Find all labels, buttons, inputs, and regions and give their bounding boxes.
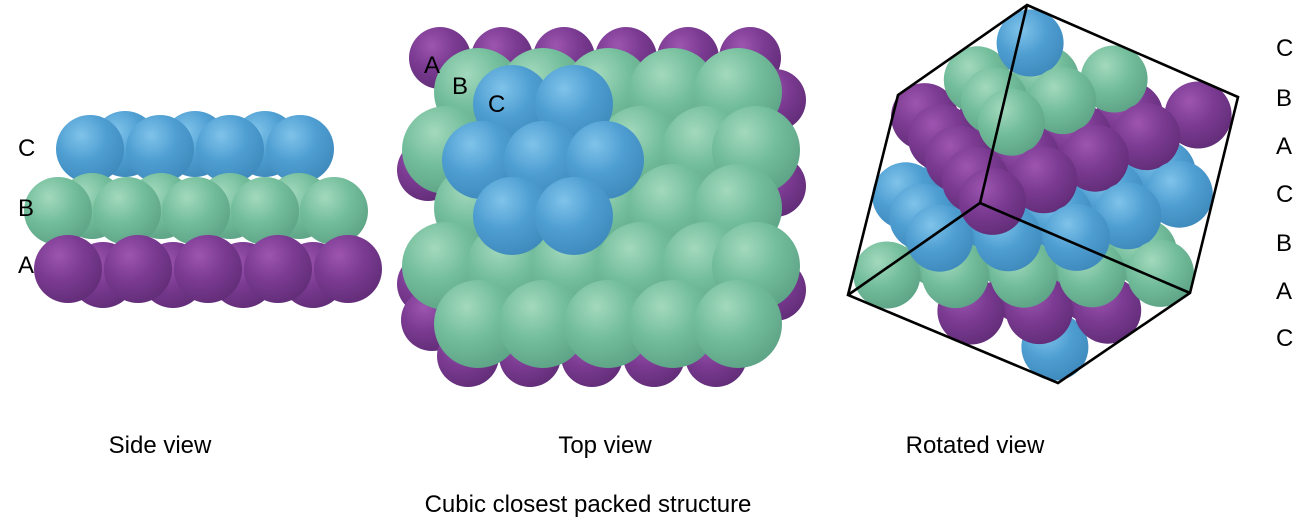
rotated-layer-label-4: C <box>1276 181 1293 208</box>
top-view-caption: Top view <box>558 432 652 459</box>
side-layer-label-c: C <box>18 135 35 162</box>
rotated-layer-label-6: A <box>1276 278 1292 305</box>
side-view-caption: Side view <box>109 432 212 459</box>
unit-cube-outline <box>846 3 1240 385</box>
rotated-layer-label-5: B <box>1276 230 1292 257</box>
rotated-layer-label-3: A <box>1276 133 1292 160</box>
figure-title: Cubic closest packed structure <box>425 491 752 518</box>
rotated-view-spheres <box>853 9 1232 381</box>
top-layer-label-a: A <box>424 52 440 79</box>
rotated-layer-label-1: C <box>1276 35 1293 62</box>
side-layer-label-a: A <box>18 252 34 279</box>
rotated-view-caption: Rotated view <box>906 432 1045 459</box>
rotated-layer-label-2: B <box>1276 85 1292 112</box>
top-layer-label-c: C <box>488 91 505 118</box>
side-view-spheres <box>24 111 382 308</box>
top-layer-label-b: B <box>452 73 468 100</box>
rotated-layer-label-7: C <box>1276 325 1293 352</box>
top-view-spheres <box>397 27 806 387</box>
side-layer-label-b: B <box>18 195 34 222</box>
